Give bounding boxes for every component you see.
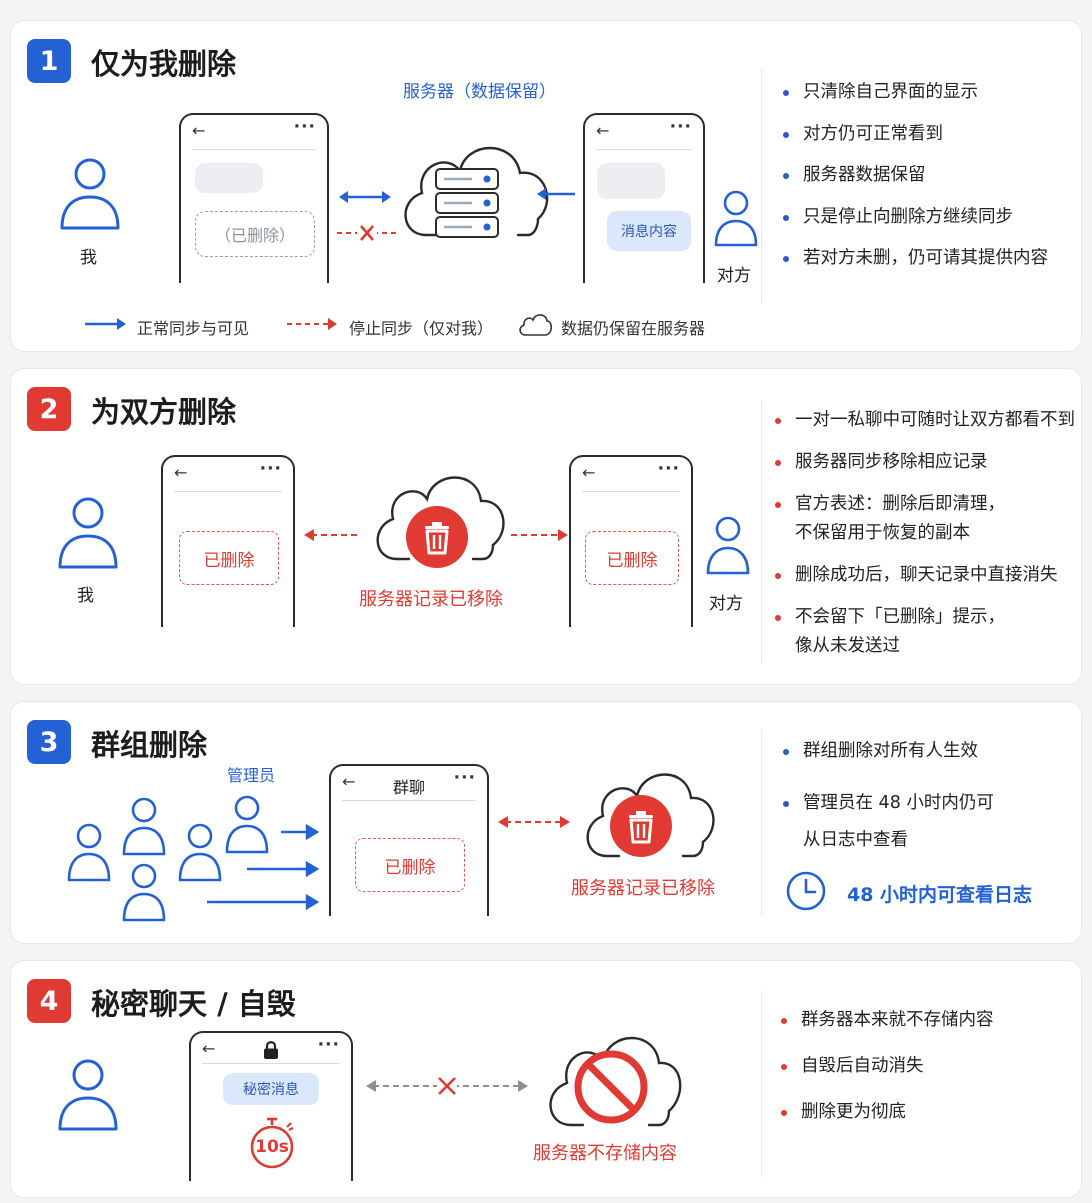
other-phone: ← ··· 已删除 — [569, 455, 693, 627]
section-both: 2 为双方删除 我 ← ··· 已删除 服务器记录已移除 ← ··· 已删除 — [10, 368, 1082, 685]
deleted-placeholder: （已删除） — [195, 211, 315, 257]
bullet-item: 删除成功后，聊天记录中直接消失 — [775, 562, 1075, 589]
legend-sync-arrow-icon — [85, 318, 126, 330]
bullet-item: 官方表述：删除后即清理， — [775, 491, 1075, 518]
bullet-item: 自毁后自动消失 — [781, 1053, 994, 1080]
back-arrow-icon: ← — [596, 121, 610, 140]
server-caption: 服务器记录已移除 — [571, 878, 715, 899]
person-icon — [60, 158, 120, 230]
section-number: 3 — [27, 720, 71, 764]
legend-cloud-icon — [519, 314, 553, 336]
legend-stop: 停止同步（仅对我） — [349, 319, 494, 338]
person-icon — [714, 190, 758, 247]
blocked-arrow-icon — [366, 1076, 528, 1096]
bullet-item-continued: 不保留用于恢复的副本 — [795, 523, 970, 543]
blocked-sync-icon — [337, 225, 399, 241]
more-icon: ··· — [669, 117, 692, 137]
double-arrow-icon — [498, 816, 570, 828]
back-arrow-icon: ← — [192, 121, 206, 140]
bullet-list: 只清除自己界面的显示 对方仍可正常看到 服务器数据保留 只是停止向删除方继续同步… — [783, 79, 1048, 272]
bullet-item: 只清除自己界面的显示 — [783, 79, 1048, 106]
chat-title: 群聊 — [392, 778, 425, 797]
my-phone: ← ··· （已删除） — [179, 113, 329, 283]
deleted-placeholder: 已删除 — [179, 531, 279, 585]
message-bubble — [597, 163, 665, 199]
bullet-item: 删除更为彻底 — [781, 1099, 994, 1126]
group-chat-phone: ← 群聊 ··· 已删除 — [329, 764, 489, 916]
more-icon: ··· — [293, 117, 316, 137]
legend-stop-arrow-icon — [287, 318, 337, 330]
section-title: 秘密聊天 / 自毁 — [91, 987, 296, 1021]
bullet-item-continued: 像从未发送过 — [795, 636, 900, 656]
section-number: 4 — [27, 979, 71, 1023]
section-number: 1 — [27, 39, 71, 83]
legend-sync: 正常同步与可见 — [137, 319, 250, 338]
more-icon: ··· — [453, 768, 476, 788]
bullet-item-continued: 从日志中查看 — [803, 830, 908, 850]
bullet-list: 群务器本来就不存储内容 自毁后自动消失 删除更为彻底 — [781, 1007, 994, 1126]
secret-message: 秘密消息 — [223, 1073, 319, 1105]
section-title: 仅为我删除 — [91, 47, 237, 81]
my-phone: ← ··· 已删除 — [161, 455, 295, 627]
bullet-item: 对方仍可正常看到 — [783, 121, 1048, 148]
arrow-icon — [537, 188, 575, 200]
arrow-icon — [511, 529, 568, 541]
back-arrow-icon: ← — [582, 463, 596, 482]
bullet-item: 服务器同步移除相应记录 — [775, 449, 1075, 476]
section-number: 2 — [27, 387, 71, 431]
clock-icon — [786, 871, 826, 911]
server-label: 服务器（数据保留） — [403, 82, 556, 102]
bullet-item: 若对方未删，仍可请其提供内容 — [783, 245, 1048, 272]
other-label: 对方 — [709, 594, 743, 614]
server-caption: 服务器记录已移除 — [359, 589, 503, 610]
section-title: 群组删除 — [91, 728, 208, 762]
more-icon: ··· — [657, 459, 680, 479]
no-entry-icon — [574, 1050, 648, 1124]
admin-label: 管理员 — [227, 766, 276, 785]
section-group: 3 群组删除 管理员 ← 群聊 ··· 已删除 — [10, 701, 1082, 944]
timer-label: 10s — [255, 1137, 289, 1157]
back-arrow-icon: ← — [174, 463, 188, 482]
lock-icon — [264, 1041, 278, 1059]
server-icon — [435, 168, 499, 238]
person-icon — [58, 497, 118, 569]
more-icon: ··· — [259, 459, 282, 479]
bullet-item: 群务器本来就不存储内容 — [781, 1007, 994, 1034]
timer-icon: 10s — [247, 1117, 297, 1169]
other-phone: ← ··· 消息内容 — [583, 113, 705, 283]
bullet-list: 一对一私聊中可随时让双方都看不到 服务器同步移除相应记录 官方表述：删除后即清理… — [775, 407, 1075, 660]
bullet-item: 不会留下「已删除」提示， — [775, 604, 1075, 631]
sync-arrow-icon — [339, 191, 391, 203]
bullet-item: 只是停止向删除方继续同步 — [783, 204, 1048, 231]
section-secret: 4 秘密聊天 / 自毁 ← ··· 秘密消息 10s — [10, 960, 1082, 1198]
section-only-me: 1 仅为我删除 我 ← ··· （已删除） 服务器（数据保留） — [10, 20, 1082, 352]
trash-icon — [610, 795, 672, 857]
me-label: 我 — [77, 586, 94, 606]
message-bubble — [195, 163, 263, 193]
bullet-item: 一对一私聊中可随时让双方都看不到 — [775, 407, 1075, 434]
trash-icon — [406, 506, 468, 568]
section-title: 为双方删除 — [91, 395, 237, 429]
bullet-list: 群组删除对所有人生效 管理员在 48 小时内仍可 从日志中查看 — [783, 738, 994, 854]
server-caption: 服务器不存储内容 — [533, 1143, 677, 1164]
cloud-icon — [376, 476, 505, 561]
person-icon — [706, 516, 750, 575]
bullet-item: 服务器数据保留 — [783, 162, 1048, 189]
more-icon: ··· — [317, 1035, 340, 1055]
log-window-label: 48 小时内可查看日志 — [847, 884, 1033, 906]
group-members-icon — [67, 795, 320, 922]
legend-server: 数据仍保留在服务器 — [561, 319, 706, 338]
back-arrow-icon: ← — [342, 772, 356, 791]
other-label: 对方 — [717, 266, 751, 286]
secret-chat-phone: ← ··· 秘密消息 10s — [189, 1031, 353, 1181]
person-icon — [58, 1059, 118, 1131]
deleted-placeholder: 已删除 — [355, 838, 465, 892]
bullet-item: 管理员在 48 小时内仍可 — [783, 790, 994, 817]
back-arrow-icon: ← — [202, 1039, 216, 1058]
arrow-icon — [304, 529, 361, 541]
me-label: 我 — [80, 248, 97, 268]
deleted-placeholder: 已删除 — [585, 531, 679, 585]
message-content: 消息内容 — [607, 211, 691, 251]
bullet-item: 群组删除对所有人生效 — [783, 738, 994, 765]
